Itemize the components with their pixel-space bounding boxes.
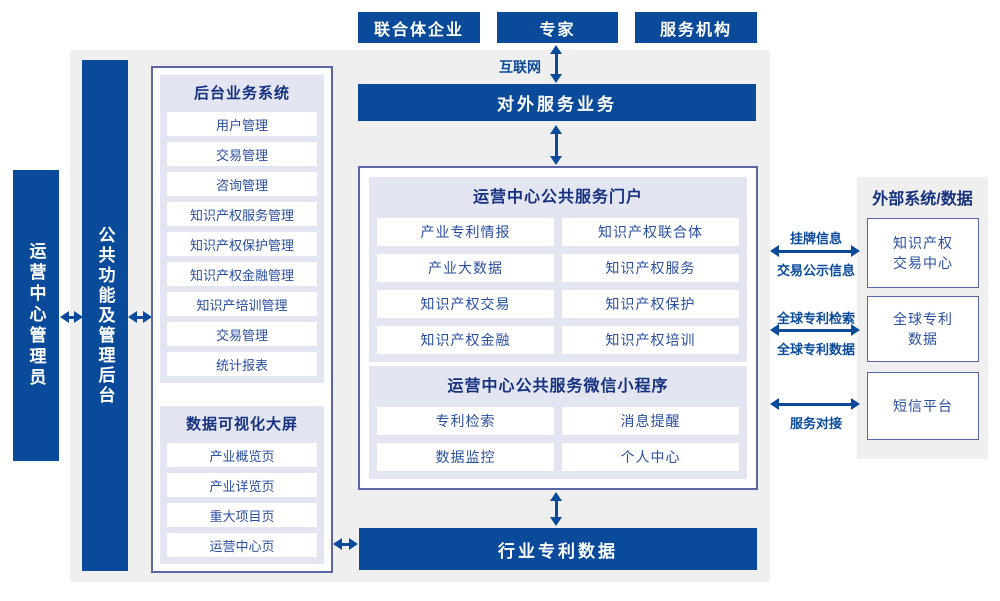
miniprogram-item: 消息提醒 [562, 407, 739, 435]
portal-item: 产业大数据 [377, 254, 554, 282]
double-arrow-horizontal-icon [333, 538, 358, 550]
internet-label: 互联网 [499, 59, 541, 75]
portal-item: 知识产权服务 [562, 254, 739, 282]
external-systems-title: 外部系统/数据 [872, 191, 973, 208]
portal-item: 知识产权交易 [377, 290, 554, 318]
operations-center-admin-bar: 运营中心管理员 [13, 170, 59, 461]
operations-center-box: 运营中心公共服务门户 产业专利情报 知识产权联合体 产业大数据 知识产权服务 知… [358, 166, 758, 490]
portal-title: 运营中心公共服务门户 [472, 189, 643, 206]
portal-items-grid: 产业专利情报 知识产权联合体 产业大数据 知识产权服务 知识产权交易 知识产权保… [377, 218, 739, 354]
portal-item: 知识产权金融 [377, 326, 554, 354]
portal-item: 产业专利情报 [377, 218, 554, 246]
data-visualization-title: 数据可视化大屏 [185, 416, 298, 433]
double-arrow-vertical-icon [550, 125, 562, 165]
double-arrow-horizontal-icon [128, 311, 152, 323]
backend-item: 交易管理 [167, 322, 317, 346]
data-screen-item: 产业详览页 [167, 473, 317, 497]
data-screen-item: 产业概览页 [167, 443, 317, 467]
expert-box: 专家 [497, 12, 618, 43]
ip-trading-center-box: 知识产权 交易中心 [867, 218, 979, 288]
global-patent-data-box: 全球专利 数据 [867, 296, 979, 362]
backend-item: 交易管理 [167, 142, 317, 166]
double-arrow-horizontal-icon [770, 324, 860, 336]
industry-patent-data-bar: 行业专利数据 [359, 528, 757, 570]
data-screen-item: 重大项目页 [167, 503, 317, 527]
backend-item: 知识产权金融管理 [167, 262, 317, 286]
backend-item: 用户管理 [167, 112, 317, 136]
miniprogram-item: 数据监控 [377, 443, 554, 471]
trade-publicity-label: 交易公示信息 [776, 263, 855, 278]
backend-system-panel: 后台业务系统 用户管理 交易管理 咨询管理 知识产权服务管理 知识产权保护管理 … [160, 75, 324, 383]
miniprogram-title: 运营中心公共服务微信小程序 [447, 378, 669, 395]
backend-item: 知识产权保护管理 [167, 232, 317, 256]
consortium-enterprise-box: 联合体企业 [358, 12, 480, 43]
public-service-portal-panel: 运营中心公共服务门户 产业专利情报 知识产权联合体 产业大数据 知识产权服务 知… [369, 177, 747, 362]
backend-column-box: 后台业务系统 用户管理 交易管理 咨询管理 知识产权服务管理 知识产权保护管理 … [151, 66, 333, 573]
sms-platform-box: 短信平台 [867, 372, 979, 440]
portal-item: 知识产权培训 [562, 326, 739, 354]
global-patent-search-label: 全球专利检索 [776, 311, 855, 326]
double-arrow-vertical-icon [550, 45, 562, 83]
double-arrow-horizontal-icon [770, 245, 860, 257]
service-agency-box: 服务机构 [635, 12, 757, 43]
listing-info-label: 挂牌信息 [789, 231, 842, 246]
wechat-miniprogram-panel: 运营中心公共服务微信小程序 专利检索 消息提醒 数据监控 个人中心 [369, 366, 747, 479]
data-screen-item: 运营中心页 [167, 533, 317, 557]
data-visualization-panel: 数据可视化大屏 产业概览页 产业详览页 重大项目页 运营中心页 [160, 406, 324, 564]
double-arrow-horizontal-icon [770, 398, 860, 410]
backend-item: 统计报表 [167, 352, 317, 376]
portal-item: 知识产权联合体 [562, 218, 739, 246]
backend-item: 知识产权服务管理 [167, 202, 317, 226]
public-function-backend-bar: 公共功能及管理后台 [82, 60, 128, 571]
external-service-bar: 对外服务业务 [358, 84, 756, 121]
miniprogram-items-grid: 专利检索 消息提醒 数据监控 个人中心 [377, 407, 739, 471]
backend-system-title: 后台业务系统 [193, 85, 290, 102]
double-arrow-vertical-icon [550, 492, 562, 526]
double-arrow-horizontal-icon [60, 311, 83, 323]
service-docking-label: 服务对接 [789, 416, 842, 431]
backend-item: 咨询管理 [167, 172, 317, 196]
backend-item: 知识产培训管理 [167, 292, 317, 316]
global-patent-data-label: 全球专利数据 [776, 342, 855, 357]
miniprogram-item: 专利检索 [377, 407, 554, 435]
portal-item: 知识产权保护 [562, 290, 739, 318]
miniprogram-item: 个人中心 [562, 443, 739, 471]
